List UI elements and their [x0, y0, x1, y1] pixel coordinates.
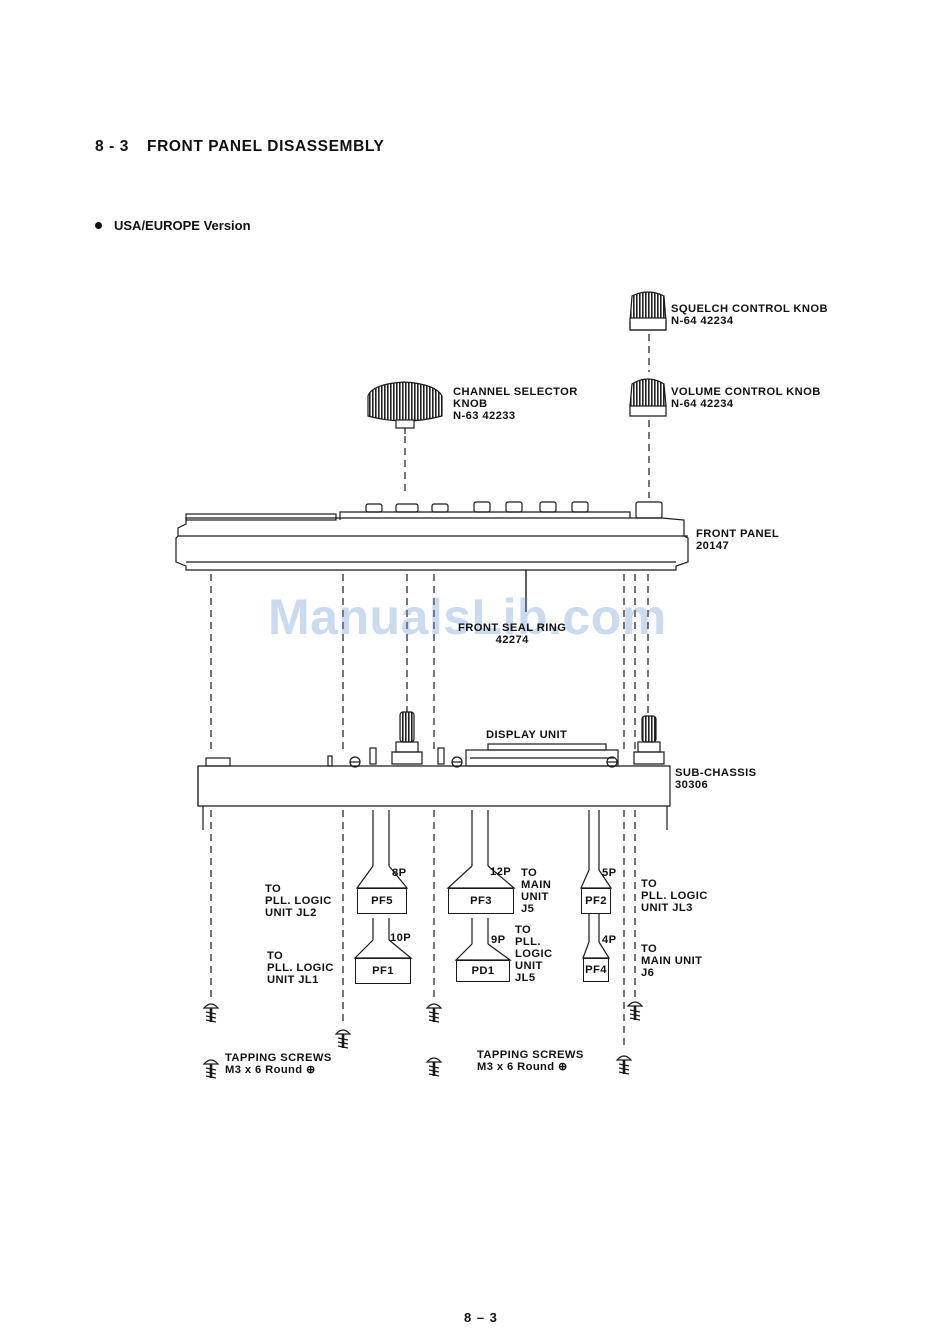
pin-count-pf4: 4P [602, 934, 617, 946]
display-unit-label: DISPLAY UNIT [486, 729, 568, 741]
front-seal-label: FRONT SEAL RING 42274 [458, 622, 567, 646]
dest-pf5: TO PLL. LOGIC UNIT JL2 [265, 883, 332, 919]
version-subheading: USA/EUROPE Version [95, 218, 251, 233]
squelch-knob-drawing [629, 291, 667, 331]
front-panel-label: FRONT PANEL 20147 [696, 528, 780, 552]
channel-knob-drawing [367, 381, 443, 434]
dest-pf3: TO MAIN UNIT J5 [521, 867, 552, 915]
screw-icon [425, 1057, 443, 1077]
dest-pf1: TO PLL. LOGIC UNIT JL1 [267, 950, 334, 986]
section-heading: 8 - 3 FRONT PANEL DISASSEMBLY [95, 138, 384, 156]
tapping-screws-left-label: TAPPING SCREWS M3 x 6 Round ⊕ [225, 1052, 332, 1076]
connector-pf1: PF1 [355, 958, 411, 984]
pin-count-pd1: 9P [491, 934, 506, 946]
dest-pf4: TO MAIN UNIT J6 [641, 943, 703, 979]
section-number: 8 - 3 [95, 138, 130, 155]
screw-icon [425, 1003, 443, 1023]
sub-chassis-drawing [197, 765, 671, 830]
screw-icon [334, 1029, 352, 1049]
volume-knob-drawing [629, 378, 667, 417]
squelch-knob-label: SQUELCH CONTROL KNOB N-64 42234 [671, 303, 828, 327]
section-title: FRONT PANEL DISASSEMBLY [147, 138, 385, 155]
dest-pd1: TO PLL. LOGIC UNIT JL5 [515, 924, 553, 984]
pin-count-pf2: 5P [602, 867, 617, 879]
pot-shaft-right [633, 715, 665, 765]
screw-icon [615, 1055, 633, 1075]
pin-count-pf5: 8P [392, 867, 407, 879]
pin-count-pf3: 12P [490, 866, 512, 878]
dest-pf2: TO PLL. LOGIC UNIT JL3 [641, 878, 708, 914]
page-number: 8 – 3 [464, 1310, 498, 1325]
connector-pf5: PF5 [357, 888, 407, 914]
connector-pf2: PF2 [581, 888, 611, 914]
connector-pf4: PF4 [583, 958, 609, 982]
bullet-icon [95, 222, 102, 230]
version-text: USA/EUROPE Version [114, 218, 251, 233]
screw-icon [626, 1001, 644, 1021]
screw-icon [202, 1003, 220, 1023]
watermark: ManualsLib.com [268, 589, 667, 645]
front-panel-drawing [175, 501, 689, 612]
display-unit-drawing [465, 743, 619, 767]
pin-count-pf1: 10P [390, 932, 412, 944]
connector-pf3: PF3 [448, 888, 514, 914]
sub-chassis-label: SUB-CHASSIS 30306 [675, 767, 757, 791]
volume-knob-label: VOLUME CONTROL KNOB N-64 42234 [671, 386, 821, 410]
tapping-screws-right-label: TAPPING SCREWS M3 x 6 Round ⊕ [477, 1049, 584, 1073]
connector-pd1: PD1 [456, 960, 510, 982]
pot-shaft-left [391, 711, 423, 765]
channel-knob-label: CHANNEL SELECTOR KNOB N-63 42233 [453, 386, 578, 422]
screw-icon [202, 1059, 220, 1079]
